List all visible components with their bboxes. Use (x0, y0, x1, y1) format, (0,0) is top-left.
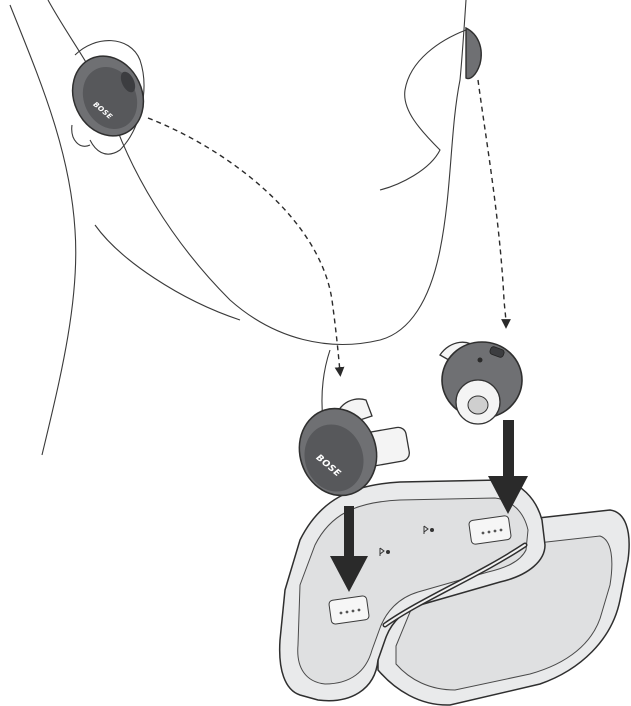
right-well (469, 515, 512, 544)
earbud-right-above-case (440, 342, 522, 424)
earbud-in-ear: BOSE (60, 44, 156, 147)
dashed-path-left (148, 118, 340, 372)
left-well (329, 595, 370, 624)
dashed-path-right (478, 80, 506, 324)
charging-case (280, 480, 629, 705)
earbud-right-ear-partial (466, 28, 481, 78)
